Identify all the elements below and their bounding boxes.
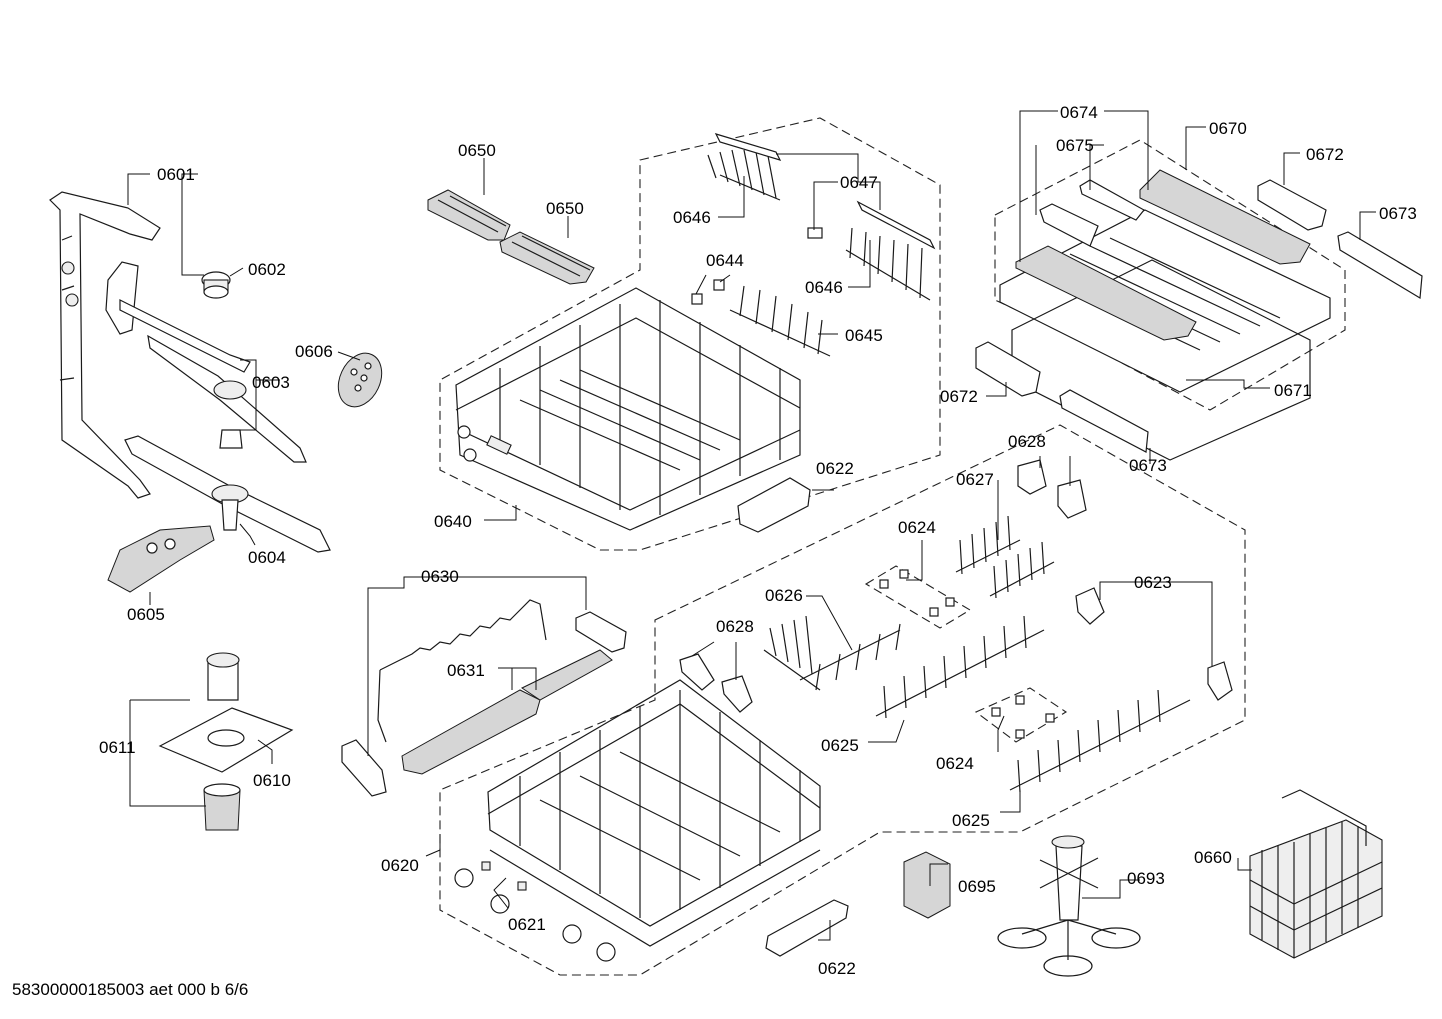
label-0610: 0610: [253, 771, 291, 790]
cup-shelf-0645: [729, 285, 831, 357]
label-0650-right: 0650: [546, 199, 584, 218]
tray-rail-0670: [1139, 169, 1311, 265]
bracket-0623: [1075, 587, 1233, 701]
label-0672-lower: 0672: [940, 387, 978, 406]
label-0671: 0671: [1274, 381, 1312, 400]
cup-rack-0650-b: [499, 231, 595, 285]
label-0620: 0620: [381, 856, 419, 875]
nozzle-cap-0602: [201, 271, 231, 299]
label-0602: 0602: [248, 260, 286, 279]
water-supply-pipe-0601: [49, 191, 161, 499]
label-0630: 0630: [421, 567, 459, 586]
label-0675: 0675: [1056, 136, 1094, 155]
leader-lines: [127, 110, 1376, 941]
label-0611: 0611: [99, 738, 136, 757]
bracket-0628-lower: [679, 653, 753, 713]
tray-rail-0674: [1015, 245, 1197, 341]
label-0628-lower: 0628: [716, 617, 754, 636]
spray-arm-cover-0605: [107, 525, 215, 593]
basket-stand-0693: [997, 835, 1141, 977]
label-0660: 0660: [1194, 848, 1232, 867]
end-cap-0673-bottom: [1059, 389, 1149, 453]
label-0623: 0623: [1134, 573, 1172, 592]
tine-row-0626: [763, 615, 901, 691]
filter-assembly-0610: [158, 652, 294, 773]
small-parts-holder-0695: [903, 851, 951, 919]
label-0673-upper: 0673: [1379, 204, 1417, 223]
rack-clip-0644: [691, 279, 725, 305]
end-cap-0673-top: [1337, 231, 1423, 300]
label-0625-upper: 0625: [821, 736, 859, 755]
label-0646-upper: 0646: [673, 208, 711, 227]
label-0645: 0645: [845, 326, 883, 345]
label-0631: 0631: [447, 661, 485, 680]
tine-clips-0624-upper: [864, 565, 972, 629]
tray-insert-0675: [1039, 179, 1145, 247]
label-0627: 0627: [956, 470, 994, 489]
label-0621: 0621: [508, 915, 546, 934]
fold-down-tines-0646-b: [845, 200, 936, 301]
cup-rack-0650-a: [427, 189, 511, 241]
micro-filter-0611: [203, 783, 241, 831]
label-0605: 0605: [127, 605, 165, 624]
lower-basket-0620: [487, 679, 821, 947]
basket-wheels-0621: [454, 861, 616, 962]
upper-spray-arm-0603: [105, 261, 307, 463]
handle-0622-lower: [765, 899, 849, 957]
tine-row-0625-a: [875, 615, 1045, 719]
label-0606: 0606: [295, 342, 333, 361]
label-0693: 0693: [1127, 869, 1165, 888]
bracket-0628-upper: [1017, 459, 1087, 519]
label-0604: 0604: [248, 548, 286, 567]
upper-basket-group-outline: [439, 117, 941, 551]
handle-0622-upper: [737, 477, 811, 533]
fold-down-tines-0646-a: [707, 133, 782, 201]
label-0628-upper: 0628: [1008, 432, 1046, 451]
label-0622-lower: 0622: [818, 959, 856, 978]
label-0625-lower: 0625: [952, 811, 990, 830]
cutlery-basket-0660: [1249, 789, 1383, 959]
lower-basket-group-outline: [439, 424, 1246, 976]
label-0672-upper: 0672: [1306, 145, 1344, 164]
label-0673-lower: 0673: [1129, 456, 1167, 475]
label-0695: 0695: [958, 877, 996, 896]
label-0647: 0647: [840, 173, 878, 192]
label-0624-upper: 0624: [898, 518, 936, 537]
label-0624-lower: 0624: [936, 754, 974, 773]
label-0644: 0644: [706, 251, 744, 270]
rack-hook-0647: [807, 227, 823, 239]
basket-insert-0631: [401, 649, 613, 775]
side-bracket-0672-bottom: [975, 341, 1041, 397]
side-bracket-0672-top: [1257, 179, 1327, 231]
document-id: 58300000185003 aet 000 b 6/6: [12, 980, 249, 999]
lower-spray-arm-0604: [124, 435, 331, 553]
upper-basket-0640: [455, 287, 801, 531]
tine-row-0627: [955, 515, 1055, 599]
label-0601: 0601: [157, 165, 195, 184]
label-0603: 0603: [252, 373, 290, 392]
label-0640: 0640: [434, 512, 472, 531]
label-0670: 0670: [1209, 119, 1247, 138]
label-0650-left: 0650: [458, 141, 496, 160]
spray-nozzle-disc-0606: [337, 352, 383, 408]
label-0626: 0626: [765, 586, 803, 605]
label-0674: 0674: [1060, 103, 1098, 122]
fold-wire-0630: [341, 599, 627, 797]
top-tray-group-outline: [994, 139, 1346, 411]
label-0646-lower: 0646: [805, 278, 843, 297]
tine-row-0625-b: [1009, 689, 1191, 793]
tine-clips-0624-lower: [974, 687, 1068, 743]
label-0622-upper: 0622: [816, 459, 854, 478]
